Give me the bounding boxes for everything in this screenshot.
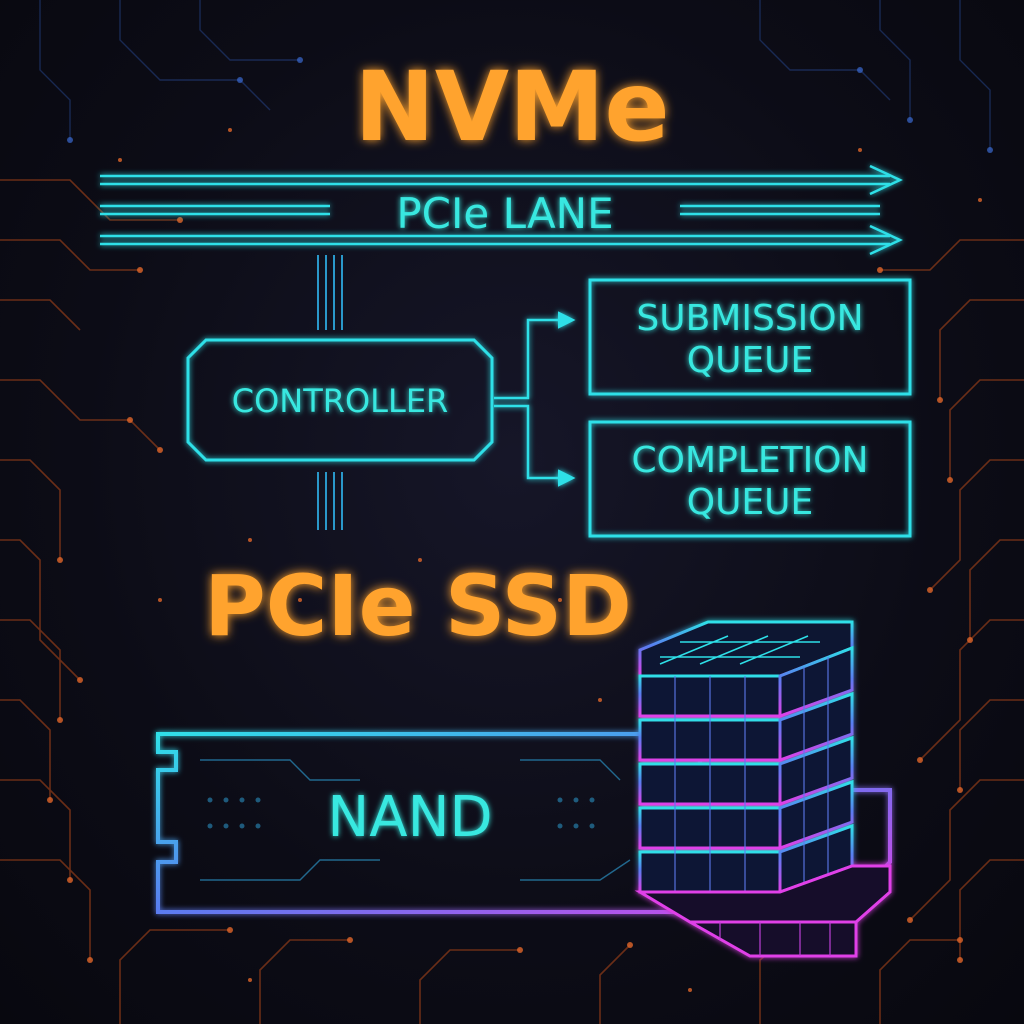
submission-queue-line1: SUBMISSION	[636, 298, 863, 339]
pcie-lane-arrows	[100, 164, 903, 256]
subtitle: PCIe SSD	[204, 557, 632, 655]
pcie-lane-label: PCIe LANE	[396, 189, 613, 238]
submission-queue-box: SUBMISSION QUEUE	[588, 278, 912, 396]
controller-box: CONTROLLER	[186, 338, 494, 462]
lane-bus-lines	[317, 255, 343, 530]
completion-queue-line1: COMPLETION	[632, 440, 869, 481]
queue-connectors	[494, 311, 576, 487]
controller-label: CONTROLLER	[232, 382, 449, 420]
nand-label: NAND	[327, 785, 492, 850]
title: NVMe	[354, 51, 669, 163]
nand-chip-stack	[634, 620, 892, 958]
completion-queue-box: COMPLETION QUEUE	[588, 420, 912, 538]
submission-queue-line2: QUEUE	[687, 340, 814, 381]
completion-queue-line2: QUEUE	[687, 482, 814, 523]
nand-board: NAND	[156, 732, 892, 914]
